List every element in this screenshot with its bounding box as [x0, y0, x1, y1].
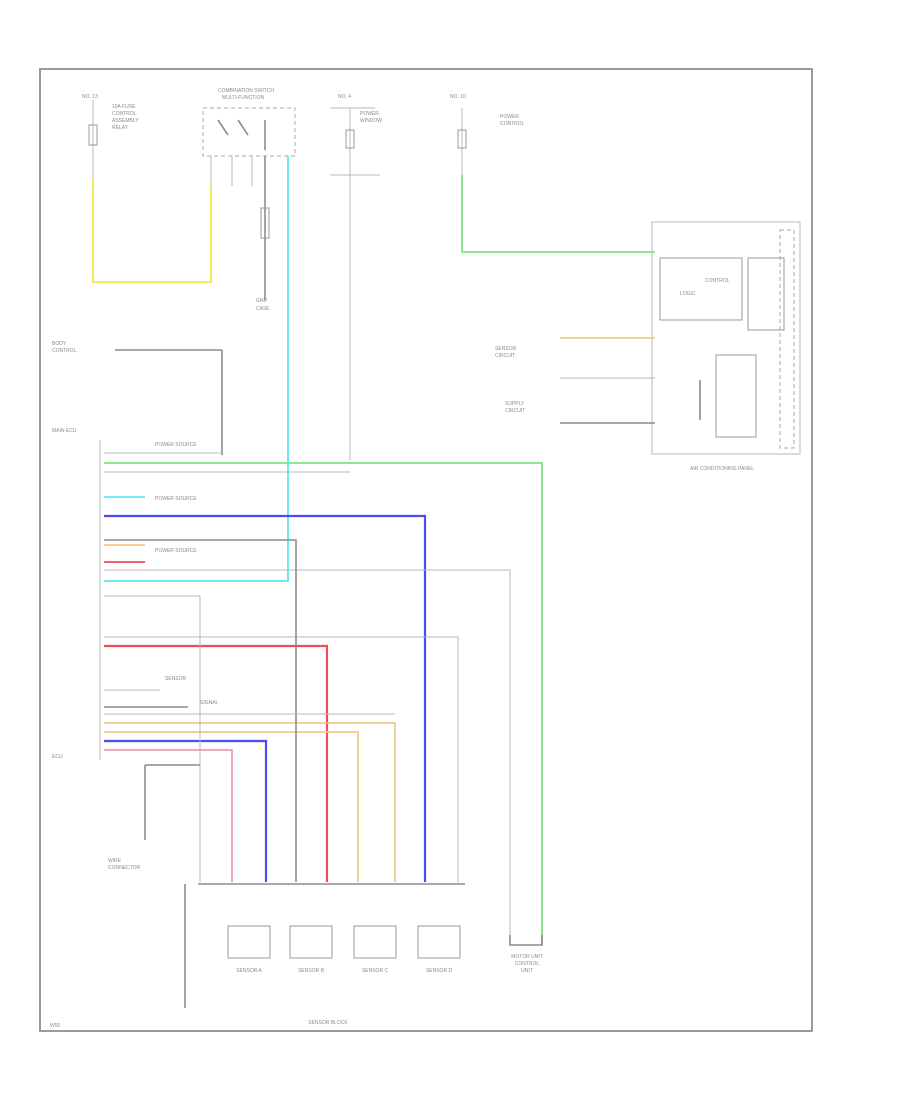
svg-text:SENSOR C: SENSOR C: [362, 968, 389, 974]
svg-text:SENSOR A: SENSOR A: [236, 968, 262, 974]
svg-text:POWER SOURCE: POWER SOURCE: [155, 442, 197, 448]
svg-text:POWER SOURCE: POWER SOURCE: [155, 548, 197, 554]
motor-unit: MOTOR UNIT CONTROL UNIT: [509, 935, 543, 974]
svg-text:POWER: POWER: [500, 114, 519, 120]
svg-text:SIGNAL: SIGNAL: [200, 700, 219, 706]
svg-text:WIRE: WIRE: [108, 858, 122, 864]
svg-text:POWER SOURCE: POWER SOURCE: [155, 496, 197, 502]
svg-text:SENSOR D: SENSOR D: [426, 968, 453, 974]
svg-text:CASE: CASE: [256, 306, 270, 312]
svg-text:RELAY: RELAY: [112, 125, 129, 131]
svg-text:SUPPLY: SUPPLY: [505, 401, 525, 407]
svg-text:CONTROL: CONTROL: [515, 961, 540, 967]
wire-red-1: [104, 644, 329, 882]
wire-pink: [104, 749, 233, 882]
main-module-label: MAIN ECU: [52, 428, 77, 434]
svg-text:LOGIC: LOGIC: [680, 291, 696, 297]
svg-text:CONTROL: CONTROL: [500, 121, 525, 127]
svg-text:CIRCUIT: CIRCUIT: [505, 408, 525, 414]
svg-text:SENSOR B: SENSOR B: [298, 968, 325, 974]
wire-green-main: [104, 462, 543, 945]
fuse-4-label: NO. 10: [450, 94, 466, 100]
lower-connector-rows: WIRE CONNECTOR: [108, 764, 465, 1008]
svg-text:CONTROL: CONTROL: [52, 348, 77, 354]
fuse-3-label: NO. 4: [338, 94, 351, 100]
svg-text:MULTI-FUNCTION: MULTI-FUNCTION: [222, 95, 265, 101]
wire-orange-1: [104, 731, 359, 882]
svg-text:BODY: BODY: [52, 341, 67, 347]
svg-text:ECU: ECU: [52, 754, 63, 760]
right-module: LOGIC CONTROL AIR CONDITIONING PANEL: [651, 221, 801, 472]
svg-text:CONTROL: CONTROL: [705, 278, 730, 284]
wire-blue-2: [104, 739, 268, 882]
svg-text:POWER: POWER: [360, 111, 379, 117]
diagram-frame: [39, 68, 813, 1032]
wire-blue-1: [104, 514, 427, 882]
fuse-1-label: NO. 13: [82, 94, 98, 100]
top-fuse-3-group: NO. 4 POWER WINDOW: [330, 94, 382, 460]
motor-unit-label: MOTOR UNIT: [511, 954, 543, 960]
svg-text:CONTROL: CONTROL: [112, 111, 137, 117]
combination-switch-label: COMBINATION SWITCH: [218, 88, 274, 94]
svg-text:WINDOW: WINDOW: [360, 118, 382, 124]
combination-switch-group: COMBINATION SWITCH MULTI-FUNCTION GND CA…: [202, 88, 296, 312]
svg-text:UNIT: UNIT: [521, 968, 533, 974]
svg-text:ASSEMBLY: ASSEMBLY: [112, 118, 139, 124]
sensor-box-2: [289, 925, 333, 959]
svg-text:CONNECTOR: CONNECTOR: [108, 865, 141, 871]
svg-text:GND: GND: [256, 298, 268, 304]
svg-text:SENSOR: SENSOR: [495, 346, 517, 352]
top-left-fuse-group: NO. 13 10A FUSE CONTROL ASSEMBLY RELAY: [82, 94, 139, 180]
bottom-sensors: SENSOR A SENSOR B SENSOR C SENSOR D SENS…: [227, 925, 461, 1026]
wire-tan: [104, 722, 396, 882]
sensor-box-3: [353, 925, 397, 959]
corner-label: W50: [50, 1023, 61, 1029]
sensor-box-1: [227, 925, 271, 959]
wire-yellow: [92, 180, 212, 283]
svg-text:SENSOR: SENSOR: [165, 676, 187, 682]
right-module-label: AIR CONDITIONING PANEL: [690, 466, 754, 472]
main-module: MAIN ECU ECU: [52, 428, 101, 760]
svg-text:10A FUSE: 10A FUSE: [112, 104, 136, 110]
wire-green-top: [461, 175, 655, 253]
svg-text:CIRCUIT: CIRCUIT: [495, 353, 515, 359]
sensor-box-4: [417, 925, 461, 959]
sensor-block-label: SENSOR BLOCK: [308, 1020, 348, 1026]
wire-cyan-long: [104, 156, 289, 582]
top-fuse-4-group: NO. 10 POWER CONTROL: [450, 94, 525, 175]
